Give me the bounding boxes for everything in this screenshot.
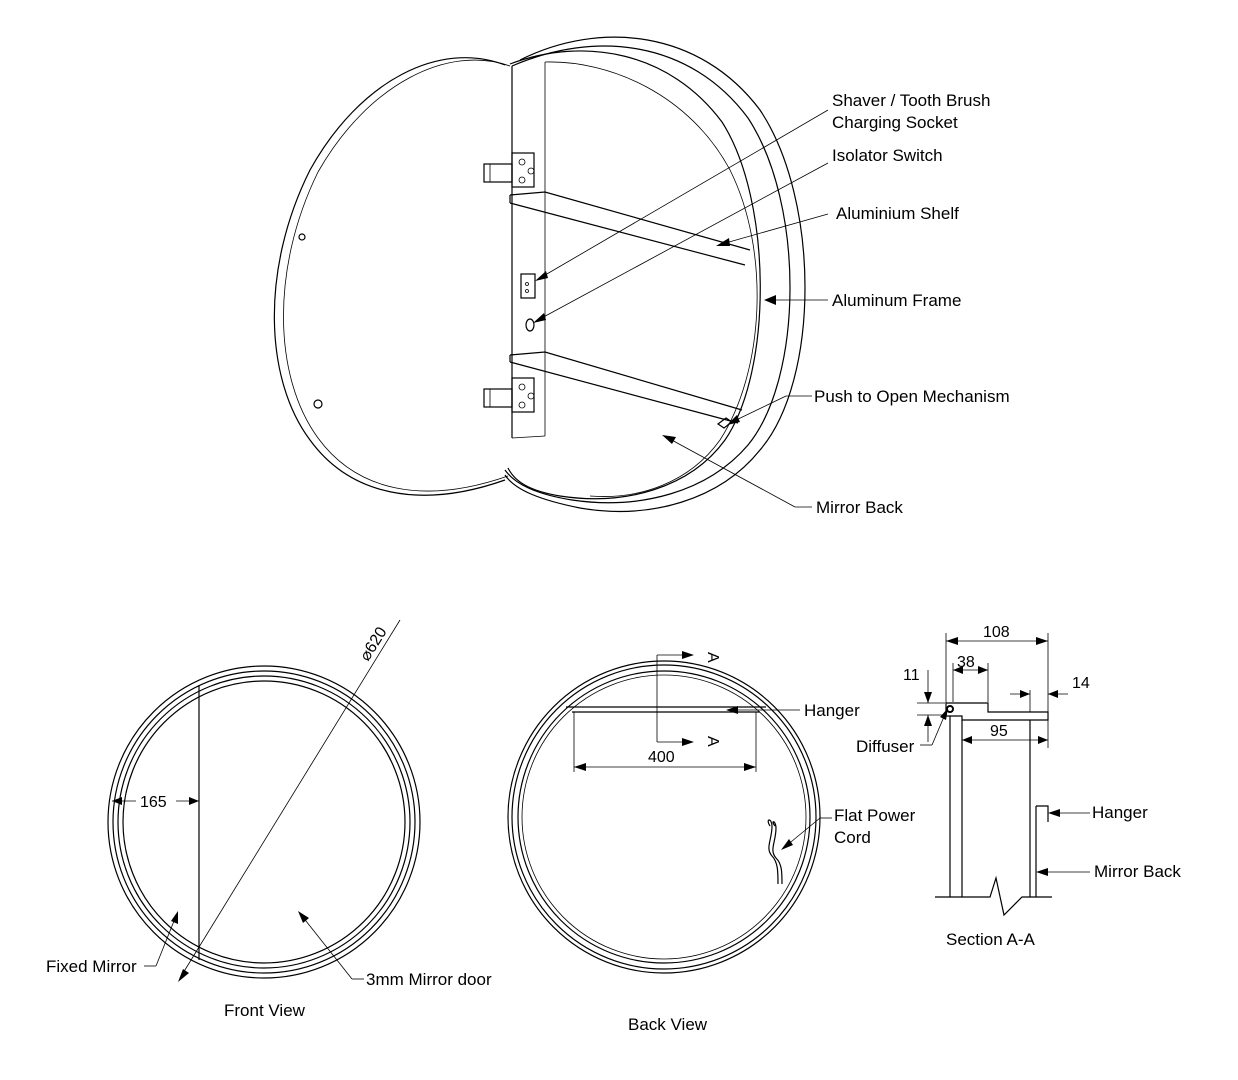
front-view-title: Front View [224, 1001, 306, 1020]
lower-hinge [483, 377, 535, 413]
upper-shelf [509, 191, 751, 266]
door-dot-lower [313, 399, 323, 409]
power-cord [767, 819, 783, 885]
section-title: Section A-A [946, 930, 1035, 949]
diameter-label: ⌀620 [357, 624, 391, 664]
cabinet-frame-inner-3 [544, 61, 758, 497]
diameter-arrow [178, 969, 189, 982]
dim-95-label: 95 [990, 723, 1008, 740]
diameter-line [179, 619, 401, 979]
section-hanger-label: Hanger [1092, 803, 1148, 822]
section-hanger [1036, 805, 1049, 822]
socket-pin-2 [525, 289, 529, 293]
iso-leaders [533, 109, 829, 508]
front-view: ⌀620 165 Fixed Mirror 3mm Mirror door Fr… [46, 619, 492, 1020]
back-ring-3 [517, 670, 811, 964]
dim-165-label: 165 [140, 794, 167, 811]
cord-label-line2: Cord [834, 828, 871, 847]
back-view-title: Back View [628, 1015, 708, 1034]
lower-shelf [509, 351, 743, 424]
fixed-mirror-leader [155, 915, 177, 967]
upper-hinge [483, 152, 535, 188]
callout-aluminium-shelf: Aluminium Shelf [836, 204, 959, 223]
door-dot-upper [298, 233, 306, 241]
fixed-mirror-label: Fixed Mirror [46, 957, 137, 976]
mirror-door-leader [301, 915, 353, 980]
dim-38-label: 38 [957, 654, 975, 671]
callout-shaver-line2: Charging Socket [832, 113, 958, 132]
dim-108-label: 108 [983, 624, 1010, 641]
back-inner-ring [521, 674, 807, 960]
back-outer-ring [507, 660, 821, 974]
back-hanger-label: Hanger [804, 701, 860, 720]
back-view: Hanger 400 A A Flat Power Cord Back View [507, 651, 916, 1034]
cord-leader [785, 817, 821, 847]
front-inner-ring [122, 680, 406, 964]
callout-isolator-switch: Isolator Switch [832, 146, 943, 165]
callout-mirror-back: Mirror Back [816, 498, 903, 517]
callout-push-to-open: Push to Open Mechanism [814, 387, 1010, 406]
dim-11-label: 11 [903, 667, 920, 684]
mirror-door-edge [283, 59, 511, 492]
callout-shaver-line1: Shaver / Tooth Brush [832, 91, 990, 110]
section-mark-top: A [704, 652, 721, 663]
front-ring-2 [112, 670, 416, 974]
front-ring-3 [117, 675, 411, 969]
cabinet-bottom-edge [511, 435, 546, 439]
callout-aluminum-frame: Aluminum Frame [832, 291, 961, 310]
dim-400-label: 400 [648, 749, 675, 766]
cabinet-frame-inner-2 [507, 50, 761, 500]
section-a-a: 108 38 11 14 95 [856, 624, 1181, 949]
dim-14-label: 14 [1072, 675, 1090, 692]
cord-label-line1: Flat Power [834, 806, 916, 825]
section-top-profile [945, 702, 1049, 721]
mirror-door [273, 57, 506, 496]
cabinet-frame-inner-1 [504, 45, 791, 504]
cabinet-frame-outer [504, 36, 806, 512]
isolator-switch [525, 318, 535, 332]
section-mirror-back-label: Mirror Back [1094, 862, 1181, 881]
charging-socket [520, 273, 536, 299]
section-mark-bottom: A [704, 736, 721, 747]
isometric-view: Shaver / Tooth Brush Charging Socket Iso… [273, 36, 1010, 517]
diffuser-element [946, 705, 954, 713]
mirror-door-label: 3mm Mirror door [366, 970, 492, 989]
socket-pin-1 [525, 282, 529, 286]
diffuser-label: Diffuser [856, 737, 915, 756]
back-ring-2 [511, 664, 817, 970]
front-outer-ring [107, 665, 421, 979]
section-break-line [935, 875, 1052, 917]
